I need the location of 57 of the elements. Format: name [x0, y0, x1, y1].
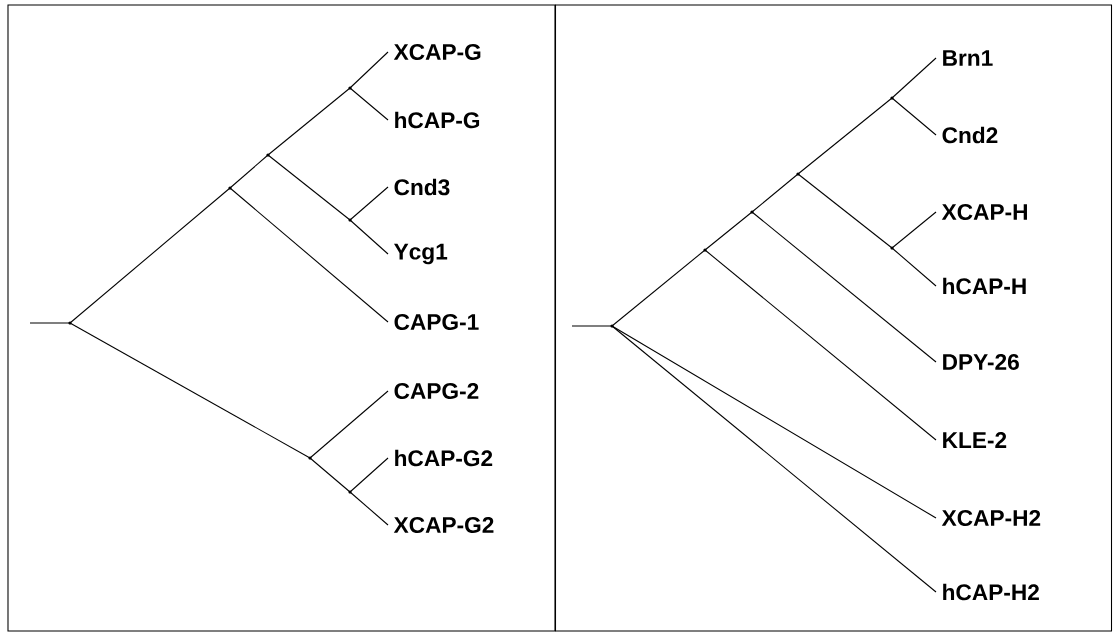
tree-branch [29, 322, 71, 324]
tree-branch [891, 247, 937, 287]
tree-branch [891, 57, 937, 99]
tree-branch [797, 97, 893, 175]
leaf-label: Cnd2 [942, 126, 998, 144]
leaf-label: hCAP-H2 [943, 583, 1039, 601]
tree-branch [309, 390, 389, 459]
branch-point [228, 186, 232, 190]
panel-frame [554, 4, 1113, 632]
leaf-label: Ycg1 [394, 243, 448, 265]
branch-point [348, 218, 352, 222]
tree-branch [69, 322, 311, 459]
tree-branch [751, 173, 799, 213]
branch-point [348, 490, 352, 494]
leaf-label: XCAP-G [393, 43, 481, 61]
tree-branch [751, 211, 937, 363]
tree-branch [611, 249, 706, 327]
branch-point [890, 246, 894, 250]
tree-branch [891, 211, 937, 249]
tree-branch [69, 187, 231, 324]
leaf-label: hCAP-G2 [395, 449, 493, 467]
branch-point [890, 96, 894, 100]
leaf-label: XCAP-G2 [393, 516, 494, 534]
leaf-label: CAPG-1 [394, 313, 479, 331]
tree-branch [611, 325, 937, 593]
tree-branch [891, 97, 937, 136]
leaf-label: hCAP-H [943, 277, 1026, 295]
tree-branch [267, 154, 351, 221]
tree-branch [349, 491, 389, 526]
leaf-label: XCAP-H [941, 203, 1027, 221]
tree-branch [704, 211, 753, 251]
leaf-label: KLE-2 [943, 432, 1007, 448]
tree-branch [349, 87, 389, 121]
tree-branch [349, 457, 389, 493]
leaf-label: DPY-26 [943, 353, 1019, 371]
leaf-label: Brn1 [943, 50, 993, 66]
tree-branch [349, 186, 389, 221]
tree-branch [349, 219, 389, 255]
branch-point [796, 172, 800, 176]
tree-branch [229, 187, 389, 323]
leaf-label: XCAP-H2 [941, 509, 1041, 527]
branch-point [308, 456, 312, 460]
tree-branch [704, 249, 937, 441]
leaf-label: hCAP-G [395, 111, 480, 129]
leaf-label: Cnd3 [394, 178, 450, 196]
branch-point [750, 210, 754, 214]
branch-point [348, 86, 352, 90]
branch-point [266, 153, 270, 157]
tree-branch [309, 457, 351, 493]
leaf-label: CAPG-2 [394, 382, 479, 400]
tree-branch [571, 325, 613, 327]
tree-branch [349, 51, 389, 89]
tree-branch [797, 173, 893, 249]
branch-point [703, 248, 707, 252]
panel-frame [7, 4, 556, 632]
tree-branch [267, 87, 351, 156]
tree-branch [229, 154, 269, 189]
